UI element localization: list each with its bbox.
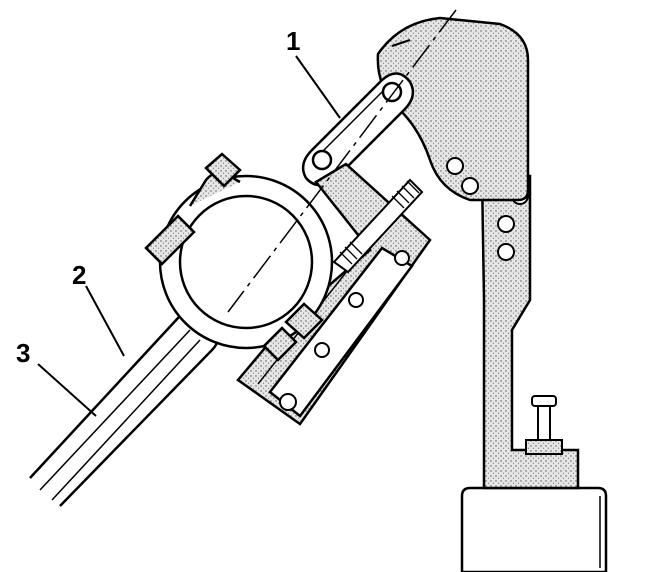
connecting-rod-beam bbox=[29, 310, 219, 507]
connecting-rod-big-end bbox=[144, 152, 334, 362]
center-line bbox=[227, 9, 457, 313]
threaded-rod bbox=[332, 178, 424, 274]
fixture-base bbox=[460, 486, 608, 572]
callout-3: 3 bbox=[16, 338, 30, 368]
adjuster-screw bbox=[525, 395, 563, 455]
callout-1: 1 bbox=[286, 26, 300, 56]
callout-2: 2 bbox=[72, 260, 86, 290]
link-arm bbox=[301, 72, 415, 187]
leader-lines bbox=[37, 55, 341, 417]
